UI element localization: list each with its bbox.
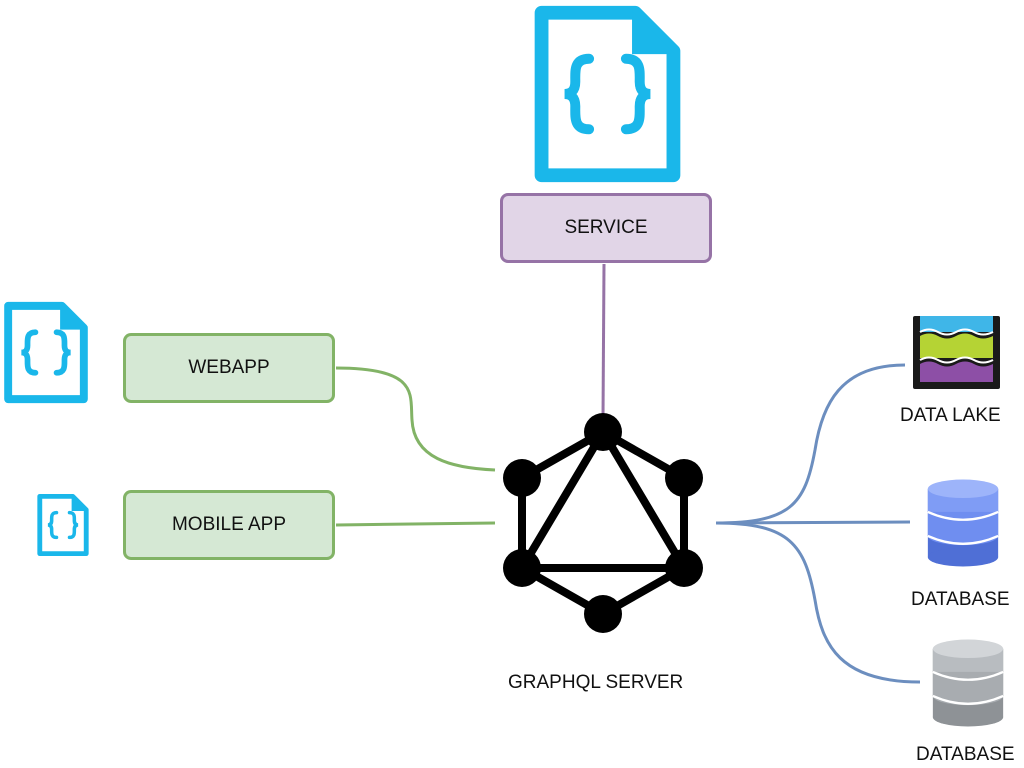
json-file-icon [542, 11, 675, 175]
graphql-server-label: GRAPHQL SERVER [508, 672, 684, 693]
data-lake-label: DATA LAKE [900, 405, 1001, 426]
edge-graphql-database1 [715, 520, 911, 525]
service-label: SERVICE [564, 217, 648, 238]
edge-graphql-database2 [715, 521, 921, 684]
json-file-icon [8, 305, 85, 399]
webapp-label: WEBAPP [188, 357, 270, 378]
edge-mobile-graphql [335, 521, 496, 527]
connectors [335, 263, 921, 684]
mobile-app-node: MOBILE APP [123, 490, 335, 560]
database-icon [926, 478, 1000, 568]
data-lake-icon [913, 316, 1000, 389]
database-label: DATABASE [916, 744, 1015, 765]
webapp-node: WEBAPP [123, 333, 335, 403]
graphql-logo-icon [503, 413, 703, 633]
edge-service-graphql [601, 263, 606, 419]
json-file-icon [40, 496, 87, 554]
edge-graphql-datalake [715, 363, 906, 525]
mobile-app-label: MOBILE APP [171, 514, 287, 535]
database-icon [931, 638, 1005, 728]
service-node: SERVICE [500, 193, 712, 263]
edge-webapp-graphql [335, 366, 496, 472]
database-label: DATABASE [911, 589, 1010, 610]
